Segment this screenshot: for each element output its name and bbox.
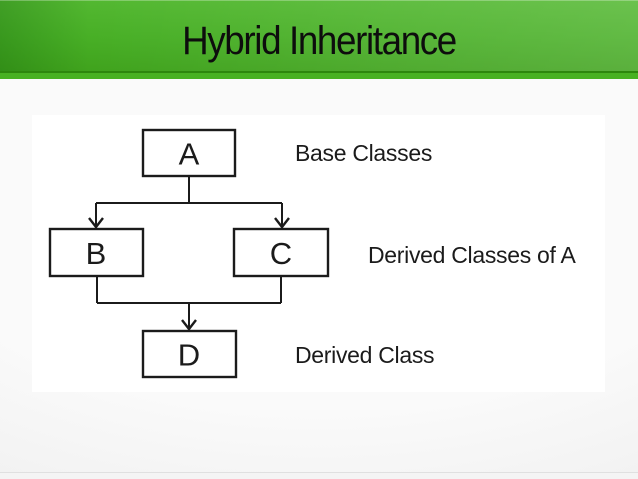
slide-body: A B C D Base Classes Derived Classes of …	[0, 79, 638, 479]
annotation-derived-class: Derived Class	[295, 342, 434, 368]
node-label-c: C	[270, 236, 292, 271]
arrowhead-to-b	[88, 217, 104, 229]
connector-bc-merge	[96, 276, 282, 327]
node-box-c	[232, 227, 330, 278]
node-label-a: A	[179, 137, 200, 172]
arrowhead-to-c	[274, 217, 290, 229]
node-box-d	[141, 329, 238, 379]
slide-title: Hybrid Inheritance	[182, 19, 457, 63]
slide-title-bar: Hybrid Inheritance	[0, 0, 638, 79]
inheritance-diagram: A B C D Base Classes Derived Classes of …	[48, 128, 577, 379]
node-box-a	[141, 128, 237, 178]
annotation-base-classes: Base Classes	[295, 140, 432, 166]
footer-divider	[0, 472, 638, 479]
annotation-derived-classes-of-a: Derived Classes of A	[368, 242, 576, 268]
connector-a-split	[95, 176, 283, 226]
node-label-b: B	[86, 236, 107, 271]
diagram-canvas: A B C D Base Classes Derived Classes of …	[32, 115, 605, 392]
node-box-b	[48, 227, 145, 278]
arrowhead-to-d	[181, 319, 197, 331]
node-label-d: D	[178, 338, 200, 373]
